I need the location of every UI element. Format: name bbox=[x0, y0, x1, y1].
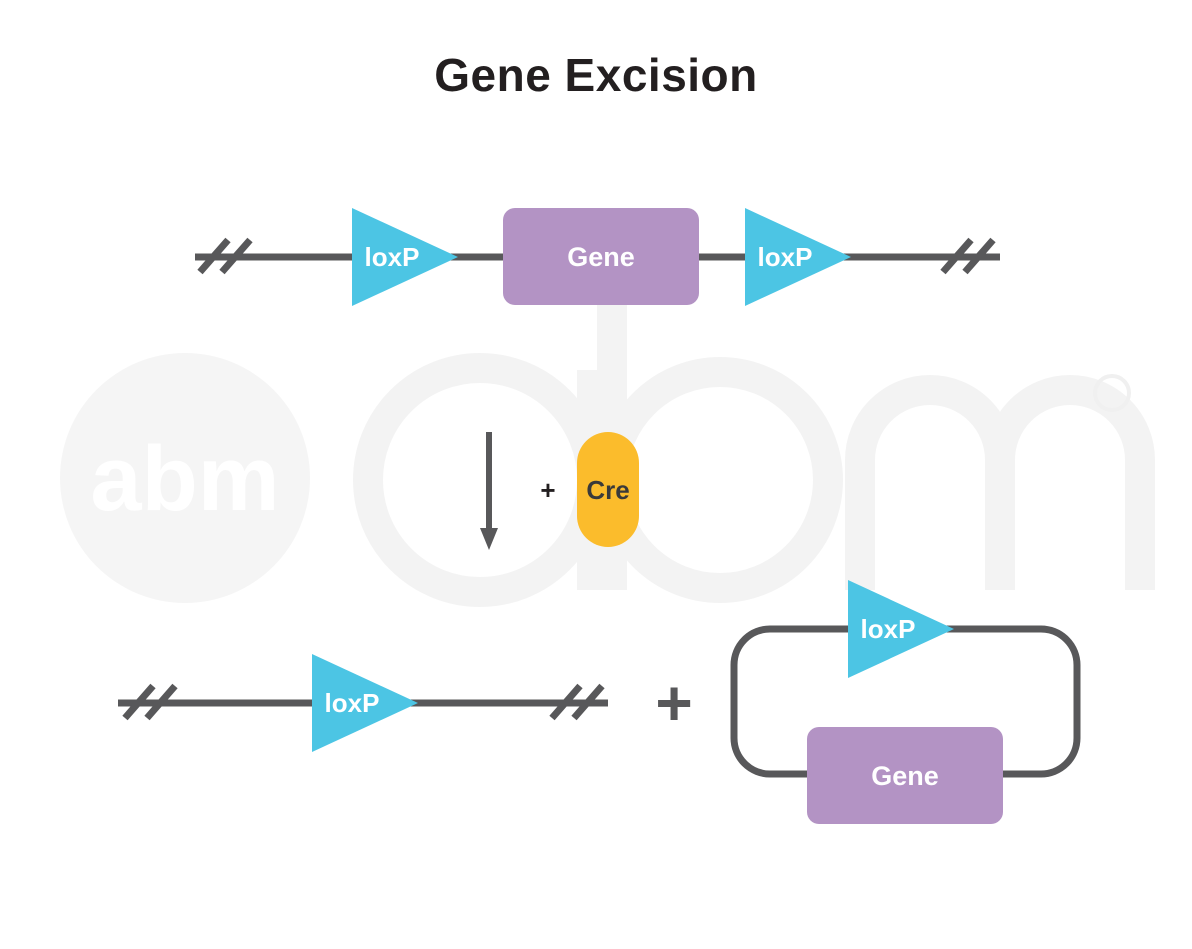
watermark-letter-a-bowl bbox=[353, 353, 607, 607]
products-plus: + bbox=[655, 667, 692, 739]
loxp-label-left: loxP bbox=[365, 242, 420, 272]
watermark-badge-text: abm bbox=[90, 428, 279, 530]
gene-label: Gene bbox=[567, 242, 635, 272]
watermark-badge bbox=[60, 353, 310, 603]
watermark-letter-m bbox=[845, 375, 1155, 590]
gene-box bbox=[503, 208, 699, 305]
construct: loxP Gene loxP bbox=[195, 208, 1000, 306]
loxp-label-linear: loxP bbox=[325, 688, 380, 718]
cre-label: Cre bbox=[586, 475, 629, 505]
break-mark-icon bbox=[940, 237, 974, 275]
loxp-label-circular: loxP bbox=[861, 614, 916, 644]
break-mark-icon bbox=[219, 237, 253, 275]
arrow-down-icon bbox=[480, 528, 498, 550]
watermark-registered-icon bbox=[1093, 374, 1131, 412]
loxp-label-right: loxP bbox=[758, 242, 813, 272]
loxp-triangle-linear bbox=[312, 654, 418, 752]
watermark-letter-b-bowl bbox=[597, 357, 843, 603]
break-mark-icon bbox=[571, 683, 605, 721]
break-mark-icon bbox=[197, 237, 231, 275]
break-mark-icon bbox=[962, 237, 996, 275]
linear-product: loxP bbox=[118, 654, 608, 752]
cre-enzyme-pill bbox=[577, 432, 639, 547]
loxp-triangle-circular bbox=[848, 580, 954, 678]
break-mark-icon bbox=[144, 683, 178, 721]
gene-label-circular: Gene bbox=[871, 761, 939, 791]
break-mark-icon bbox=[549, 683, 583, 721]
reaction-plus: + bbox=[540, 475, 555, 505]
circular-product: loxP Gene bbox=[730, 580, 1081, 824]
reaction-step: + Cre bbox=[480, 432, 639, 550]
loxp-triangle-left bbox=[352, 208, 458, 306]
break-mark-icon bbox=[122, 683, 156, 721]
page-title: Gene Excision bbox=[434, 49, 758, 101]
gene-box-circular bbox=[807, 727, 1003, 824]
loxp-triangle-right bbox=[745, 208, 851, 306]
